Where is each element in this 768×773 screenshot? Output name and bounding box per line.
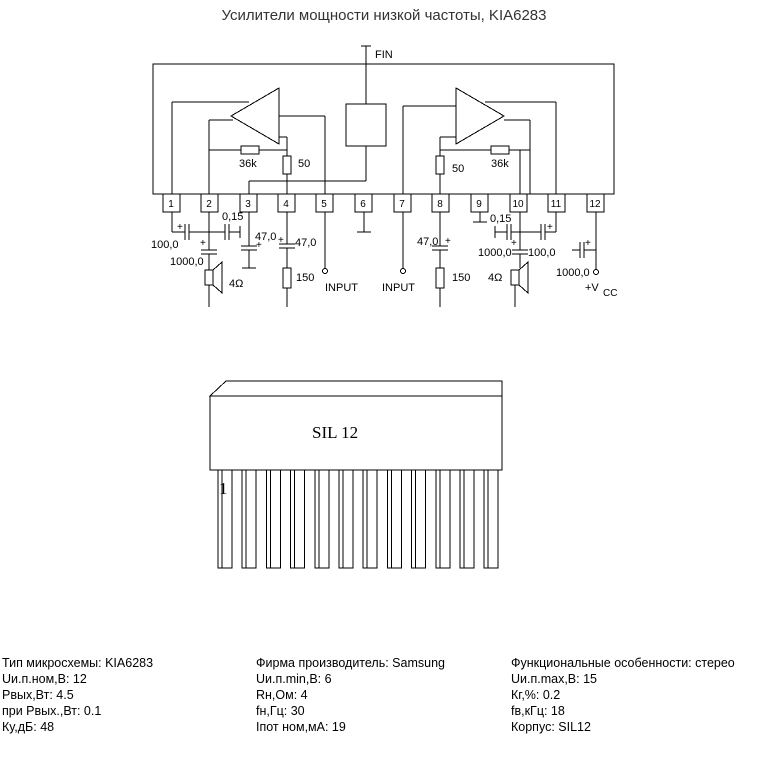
pin-number-6: 6 — [360, 199, 366, 210]
spec-at-output-power: при Pвых.,Вт: 0.1 — [2, 704, 102, 718]
c100-right-label: 100,0 — [528, 247, 556, 259]
plus-sign: + — [200, 238, 206, 249]
package-name: SIL 12 — [312, 423, 358, 442]
specs-column-1: Тип микросхемы: KIA6283 Uи.п.ном,В: 12 P… — [2, 655, 153, 735]
specs-column-2: Фирма производитель: Samsung Uи.п.min,В:… — [256, 655, 445, 735]
c1000-vcc-label: 1000,0 — [556, 267, 590, 279]
spec-package: Корпус: SIL12 — [511, 720, 591, 734]
spec-supply-max: Uи.п.max,В: 15 — [511, 672, 597, 686]
pin-number-8: 8 — [437, 199, 443, 210]
r50-right-label: 50 — [452, 163, 464, 175]
package-lead — [362, 469, 378, 569]
package-lead — [411, 469, 427, 569]
specs-column-3: Функциональные особенности: стерео Uи.п.… — [511, 655, 735, 735]
package-lead — [241, 469, 257, 569]
ic-outline — [152, 63, 615, 195]
r36k-right-label: 36k — [491, 158, 509, 170]
fin-label: FIN — [375, 49, 393, 61]
package-lead — [459, 469, 475, 569]
spec-supply-min: Uи.п.min,В: 6 — [256, 672, 332, 686]
spec-load-resistance: Rн,Ом: 4 — [256, 688, 308, 702]
package-lead — [435, 469, 451, 569]
package-body — [209, 395, 503, 471]
package-lead — [290, 469, 306, 569]
spec-quiescent-current: Iпот ном,мА: 19 — [256, 720, 346, 734]
input-right-label: INPUT — [382, 282, 415, 294]
c015-left-label: 0,15 — [222, 211, 243, 223]
diagram-title: Усилители мощности низкой частоты, KIA62… — [221, 7, 547, 24]
pin-number-7: 7 — [399, 199, 405, 210]
spec-high-frequency: fв,кГц: 18 — [511, 704, 565, 718]
pin-number-3: 3 — [245, 199, 251, 210]
r50-left-label: 50 — [298, 158, 310, 170]
spec-supply-nominal: Uи.п.ном,В: 12 — [2, 672, 87, 686]
plus-sign: + — [445, 236, 451, 247]
package-lead — [265, 469, 281, 569]
c470-a-label: 47,0 — [255, 231, 276, 243]
plus-sign: + — [547, 222, 553, 233]
plus-sign: + — [585, 238, 591, 249]
spec-features: Функциональные особенности: стерео — [511, 656, 735, 670]
spec-thd: Кг,%: 0.2 — [511, 688, 561, 702]
package-pin1-label: 1 — [219, 479, 228, 498]
plus-sign: + — [511, 238, 517, 249]
pin-number-5: 5 — [321, 199, 327, 210]
amplifier-right — [455, 87, 505, 145]
pin-number-11: 11 — [551, 199, 562, 210]
c1000-left-label: 1000,0 — [170, 256, 204, 268]
pin-number-2: 2 — [206, 199, 212, 210]
pin-number-9: 9 — [476, 199, 482, 210]
speaker-right — [510, 269, 520, 286]
package-lead — [217, 469, 233, 569]
r150-left-label: 150 — [296, 272, 314, 284]
package-top — [208, 380, 503, 397]
speaker-left — [204, 269, 214, 286]
pin-number-4: 4 — [283, 199, 289, 210]
pin-number-1: 1 — [168, 199, 174, 210]
internal-block — [345, 103, 387, 147]
c015-right-label: 0,15 — [490, 213, 511, 225]
package-lead — [386, 469, 402, 569]
c470-b-label: 47,0 — [295, 237, 316, 249]
package-lead — [483, 469, 499, 569]
plus-sign: + — [177, 222, 183, 233]
spec-manufacturer: Фирма производитель: Samsung — [256, 656, 445, 670]
package-lead — [338, 469, 354, 569]
pin-number-12: 12 — [589, 199, 601, 210]
input-left-label: INPUT — [325, 282, 358, 294]
plus-sign: + — [278, 235, 284, 246]
spec-low-frequency: fн,Гц: 30 — [256, 704, 305, 718]
vcc-label: +V — [585, 282, 599, 294]
r36k-left-label: 36k — [239, 158, 257, 170]
pin-number-10: 10 — [512, 199, 524, 210]
spec-gain: Ку,дБ: 48 — [2, 720, 55, 734]
speaker-left-label: 4Ω — [229, 278, 243, 290]
amplifier-left — [230, 87, 280, 145]
speaker-right-label: 4Ω — [488, 272, 502, 284]
r150-right-label: 150 — [452, 272, 470, 284]
vcc-subscript: CC — [603, 288, 617, 299]
c470-c-label: 47,0 — [417, 236, 438, 248]
c100-left-label: 100,0 — [151, 239, 179, 251]
plus-sign: + — [256, 240, 262, 251]
spec-chip-type: Тип микросхемы: KIA6283 — [2, 656, 154, 670]
c1000-right-label: 1000,0 — [478, 247, 512, 259]
spec-output-power: Pвых,Вт: 4.5 — [2, 688, 74, 702]
package-lead — [314, 469, 330, 569]
